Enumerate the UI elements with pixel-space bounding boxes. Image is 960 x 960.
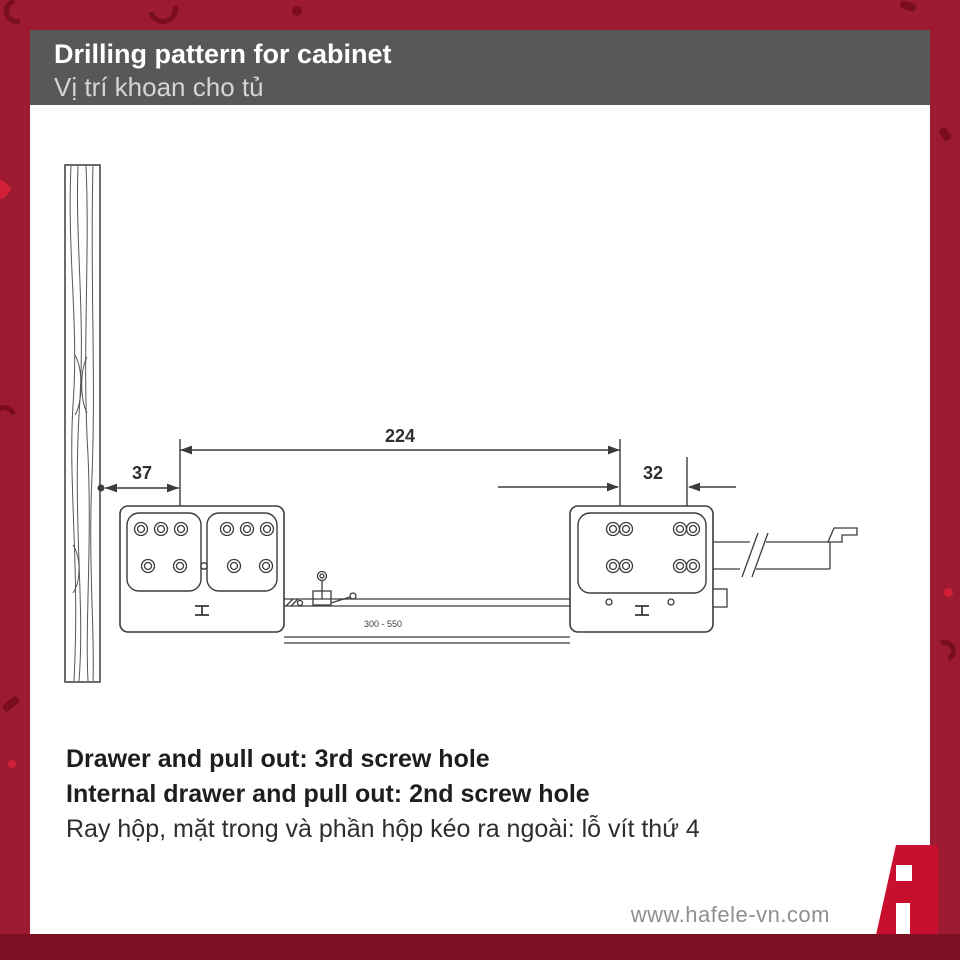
page-title: Drilling pattern for cabinet xyxy=(54,39,392,69)
confetti-shape xyxy=(0,400,21,434)
dimension-top-label: 224 xyxy=(385,426,415,446)
confetti-shape xyxy=(944,588,953,597)
drawer-slide: 300 - 550 xyxy=(284,570,570,644)
confetti-shape xyxy=(899,0,917,13)
hafele-mark xyxy=(635,605,649,616)
front-locking-mechanism xyxy=(285,570,357,607)
slide-length-label: 300 - 550 xyxy=(364,619,402,629)
rear-rail xyxy=(713,527,858,578)
drilling-pattern-diagram: 37 224 32 xyxy=(64,164,858,683)
rail-hook xyxy=(827,527,858,543)
hafele-logo xyxy=(862,843,938,935)
confetti-shape xyxy=(8,760,16,768)
header: Drilling pattern for cabinet Vị trí khoa… xyxy=(30,30,930,105)
confetti-shape xyxy=(0,178,13,201)
bottom-bar xyxy=(0,934,960,960)
wood-panel xyxy=(64,164,101,683)
note-line-3: Ray hộp, mặt trong và phần hộp kéo ra ng… xyxy=(66,815,700,843)
technical-drawing: 37 224 32 xyxy=(30,105,930,745)
confetti-shape xyxy=(930,636,960,666)
website-url: www.hafele-vn.com xyxy=(630,902,830,927)
front-screw-holes xyxy=(133,521,275,574)
confetti-shape xyxy=(1,695,21,713)
notes-block: Drawer and pull out: 3rd screw hole Inte… xyxy=(66,742,886,847)
reference-dot xyxy=(97,484,105,492)
confetti-shape xyxy=(142,0,184,30)
confetti-shape xyxy=(292,6,302,16)
confetti-shape xyxy=(0,0,35,29)
page-subtitle: Vị trí khoan cho tủ xyxy=(54,72,264,102)
hafele-mark xyxy=(195,605,209,616)
dimension-right-label: 32 xyxy=(643,463,663,483)
rear-bracket xyxy=(569,505,728,633)
rail-connector-tab xyxy=(712,588,728,608)
note-line-1: Drawer and pull out: 3rd screw hole xyxy=(66,745,490,773)
hafele-logo-mark xyxy=(876,845,938,935)
confetti-shape xyxy=(937,125,953,143)
front-bracket xyxy=(119,505,285,633)
note-line-2: Internal drawer and pull out: 2nd screw … xyxy=(66,780,590,808)
content-panel: Drilling pattern for cabinet Vị trí khoa… xyxy=(30,30,938,935)
rear-screw-holes xyxy=(605,521,701,606)
dimension-left-label: 37 xyxy=(132,463,152,483)
rail-break xyxy=(741,532,769,578)
